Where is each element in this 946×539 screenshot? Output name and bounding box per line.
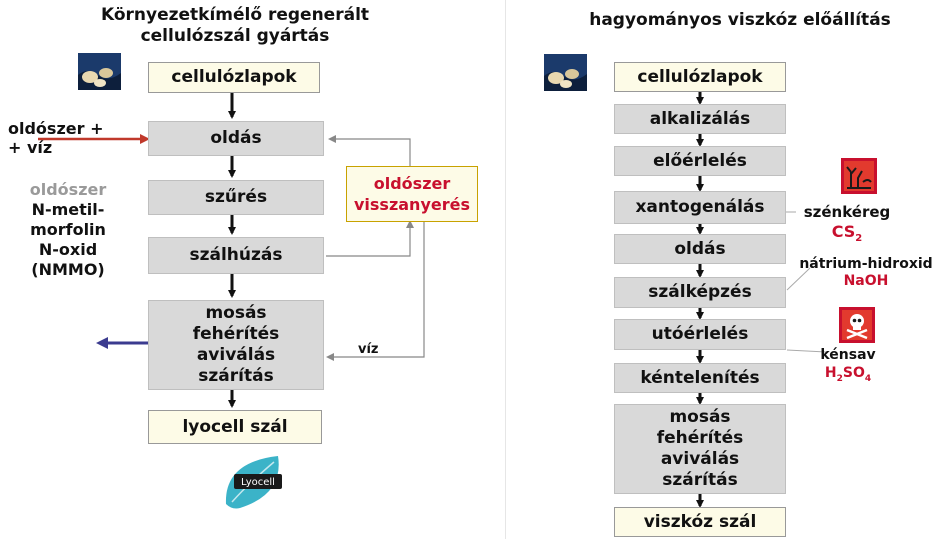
left-title-line1: Környezetkímélő regenerált <box>100 5 370 25</box>
recovery-to-dissolve <box>328 135 411 166</box>
right-step-xanthation: xantogenálás <box>614 191 786 224</box>
solvent-info-heading: oldószer <box>29 180 107 199</box>
left-wash-line: mosás <box>205 303 267 323</box>
left-step-dissolve: oldás <box>148 121 324 156</box>
left-wash-line: aviválás <box>196 345 276 365</box>
right-wash-line: mosás <box>669 407 731 427</box>
right-step-desulfur-label: kéntelenítés <box>640 367 760 388</box>
left-step-spin: szálhúzás <box>148 237 324 274</box>
right-step-fiber-forming: szálképzés <box>614 277 786 308</box>
right-step-post-ripening-label: utóérlelés <box>651 324 749 344</box>
left-step-filter-label: szűrés <box>204 187 268 207</box>
solvent-info: oldószer N-metil- morfolin N-oxid (NMMO) <box>8 180 128 280</box>
chem-naoh-formula: NaOH <box>843 273 889 289</box>
solvent-info-line: N-metil- <box>31 200 105 219</box>
solvent-recovery-box: oldószer visszanyerés <box>346 166 478 222</box>
right-step-product: viszkóz szál <box>614 507 786 537</box>
input-label-line: oldószer + <box>8 119 104 138</box>
right-step-pre-ripening: előérlelés <box>614 146 786 176</box>
right-step-alkali: alkalizálás <box>614 104 786 134</box>
solvent-info-line: N-oxid <box>38 240 98 259</box>
right-wash-line: aviválás <box>660 449 740 469</box>
right-title: hagyományos viszkóz előállítás <box>589 10 891 30</box>
left-step-product-label: lyocell szál <box>182 416 288 437</box>
left-step-wash: mosás fehérítés aviválás szárítás <box>148 300 324 390</box>
toxic-skull-icon <box>839 307 875 343</box>
spin-to-recovery <box>326 220 414 257</box>
left-wash-line: fehérítés <box>192 324 280 344</box>
right-step-dissolve: oldás <box>614 234 786 264</box>
chem-h2so4-so: SO <box>842 365 865 381</box>
solvent-info-line: (NMMO) <box>31 260 105 279</box>
right-step-desulfur: kéntelenítés <box>614 363 786 393</box>
right-step-dissolve-label: oldás <box>674 238 726 259</box>
left-step-filter: szűrés <box>148 180 324 215</box>
chem-cs2-sub: 2 <box>855 233 863 245</box>
right-wash-line: fehérítés <box>656 428 744 448</box>
right-step-cellulose: cellulózlapok <box>614 62 786 92</box>
right-step-wash: mosás fehérítés aviválás szárítás <box>614 404 786 494</box>
chem-naoh-name: nátrium-hidroxid <box>799 256 933 272</box>
solvent-info-line: morfolin <box>30 220 106 239</box>
left-title: Környezetkímélő regenerált cellulózszál … <box>80 5 390 47</box>
right-wash-line: szárítás <box>662 470 738 490</box>
left-step-spin-label: szálhúzás <box>189 245 283 265</box>
chem-h2so4-h: H <box>824 365 837 381</box>
right-step-alkali-label: alkalizálás <box>649 108 751 129</box>
hazard-cs2-icon <box>841 158 877 194</box>
left-wash-line: szárítás <box>198 366 274 386</box>
recovery-line: visszanyerés <box>353 195 470 214</box>
right-step-post-ripening: utóérlelés <box>614 319 786 350</box>
right-step-cellulose-label: cellulózlapok <box>637 66 763 87</box>
water-label: víz <box>358 342 379 357</box>
right-step-product-label: viszkóz szál <box>643 511 757 532</box>
chem-h2so4-name: kénsav <box>820 347 876 363</box>
chem-cs2-formula: CS <box>831 222 856 241</box>
left-step-dissolve-label: oldás <box>210 128 262 148</box>
chem-cs2-name: szénkéreg <box>803 203 891 221</box>
left-step-cellulose-label: cellulózlapok <box>171 67 297 87</box>
left-step-cellulose: cellulózlapok <box>148 62 320 93</box>
input-label: oldószer + + víz <box>8 119 103 157</box>
panel-divider <box>505 0 506 539</box>
left-step-product: lyocell szál <box>148 410 322 444</box>
input-label-line: + víz <box>8 138 53 157</box>
right-step-xanthation-label: xantogenálás <box>635 197 765 217</box>
cellulose-photo-icon <box>78 53 121 90</box>
right-step-pre-ripening-label: előérlelés <box>653 150 747 171</box>
chem-h2so4-sub2: 4 <box>864 373 872 384</box>
lyocell-logo-text: Lyocell <box>241 477 275 488</box>
left-title-line2: cellulózszál gyártás <box>140 26 330 46</box>
right-step-fiber-forming-label: szálképzés <box>648 282 752 302</box>
chem-h2so4: kénsav H2SO4 <box>808 346 888 388</box>
lyocell-leaf-logo-icon: Lyocell <box>225 456 282 509</box>
chem-cs2: szénkéreg CS2 <box>792 203 902 248</box>
recovery-line: oldószer <box>373 174 451 193</box>
recovery-water-to-wash <box>326 222 425 361</box>
chem-naoh: nátrium-hidroxid NaOH <box>791 256 941 290</box>
cellulose-photo-icon <box>544 54 587 91</box>
chem-h2so4-sub1: 2 <box>836 373 843 384</box>
